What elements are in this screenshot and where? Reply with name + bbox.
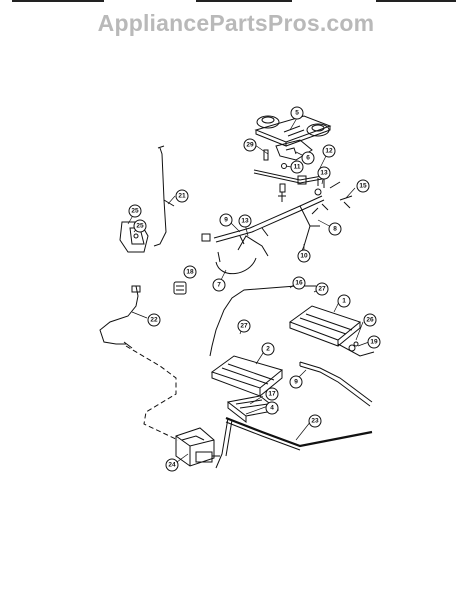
- thermostat-capillary-drawing: [209, 285, 316, 357]
- svg-text:17: 17: [268, 391, 276, 398]
- callout-24: 24: [165, 458, 179, 472]
- top-rule-left: [12, 0, 104, 2]
- callout-2: 2: [261, 342, 275, 356]
- callout-27-left: 27: [237, 319, 251, 333]
- callout-25-lower: 25: [133, 219, 147, 233]
- callout-21: 21: [175, 189, 189, 203]
- svg-text:18: 18: [186, 269, 194, 276]
- svg-text:13: 13: [320, 170, 328, 177]
- top-rule-mid: [196, 0, 292, 2]
- callout-6: 6: [301, 151, 315, 165]
- manifold-drawing: [201, 181, 341, 257]
- callout-4: 4: [265, 401, 279, 415]
- callout-18: 18: [183, 265, 197, 279]
- svg-text:27: 27: [240, 323, 248, 330]
- svg-text:15: 15: [359, 183, 367, 190]
- svg-text:23: 23: [311, 418, 319, 425]
- svg-text:4: 4: [270, 405, 274, 412]
- callout-11: 11: [290, 160, 304, 174]
- callout-29: 29: [243, 138, 257, 152]
- svg-text:7: 7: [217, 282, 221, 289]
- svg-text:8: 8: [333, 226, 337, 233]
- callout-19: 19: [367, 335, 381, 349]
- svg-text:5: 5: [295, 110, 299, 117]
- svg-text:24: 24: [168, 462, 176, 469]
- gas-tube-drawing: [253, 169, 323, 202]
- top-burner-assembly-drawing: [254, 115, 332, 147]
- svg-text:16: 16: [295, 280, 303, 287]
- callout-10: 10: [297, 249, 311, 263]
- callout-12: 12: [322, 144, 336, 158]
- callout-26: 26: [363, 313, 377, 327]
- callout-7: 7: [212, 278, 226, 292]
- svg-text:6: 6: [306, 155, 310, 162]
- svg-text:29: 29: [246, 142, 254, 149]
- wire-harness-drawing: [153, 145, 175, 247]
- svg-text:11: 11: [294, 164, 301, 171]
- svg-text:13: 13: [241, 218, 249, 225]
- oven-thermostat-drawing: [175, 427, 220, 467]
- svg-text:25: 25: [136, 223, 144, 230]
- svg-text:9: 9: [224, 217, 228, 224]
- svg-text:2: 2: [266, 346, 270, 353]
- svg-text:27: 27: [318, 286, 326, 293]
- callout-9-upper: 9: [219, 213, 233, 227]
- callout-1: 1: [337, 294, 351, 308]
- broil-tube-drawing: [299, 361, 373, 407]
- svg-text:10: 10: [300, 253, 308, 260]
- broil-burner-drawing: [288, 305, 375, 357]
- svg-text:22: 22: [150, 317, 158, 324]
- callout-17: 17: [265, 387, 279, 401]
- svg-text:21: 21: [178, 193, 186, 200]
- gas-supply-tube-drawing: [215, 416, 373, 469]
- harness-dashed-route: [125, 345, 179, 441]
- svg-text:1: 1: [342, 298, 346, 305]
- callout-9-lower: 9: [289, 375, 303, 389]
- callout-23: 23: [308, 414, 322, 428]
- top-rule-right: [376, 0, 456, 2]
- callout-16: 16: [292, 276, 306, 290]
- svg-text:19: 19: [370, 339, 378, 346]
- callout-15: 15: [356, 179, 370, 193]
- watermark: AppliancePartsPros.com: [97, 10, 375, 36]
- lower-harness-drawing: [99, 285, 141, 349]
- callout-5: 5: [290, 106, 304, 120]
- callout-27-right: 27: [315, 282, 329, 296]
- callout-13-upper: 13: [317, 166, 331, 180]
- svg-text:26: 26: [366, 317, 374, 324]
- callout-22: 22: [147, 313, 161, 327]
- callout-8: 8: [328, 222, 342, 236]
- svg-text:9: 9: [294, 379, 298, 386]
- callout-13-lower: 13: [238, 214, 252, 228]
- svg-text:12: 12: [325, 148, 333, 155]
- svg-text:25: 25: [131, 208, 139, 215]
- callout-25-upper: 25: [128, 204, 142, 218]
- ignitor-drawing: [173, 281, 187, 295]
